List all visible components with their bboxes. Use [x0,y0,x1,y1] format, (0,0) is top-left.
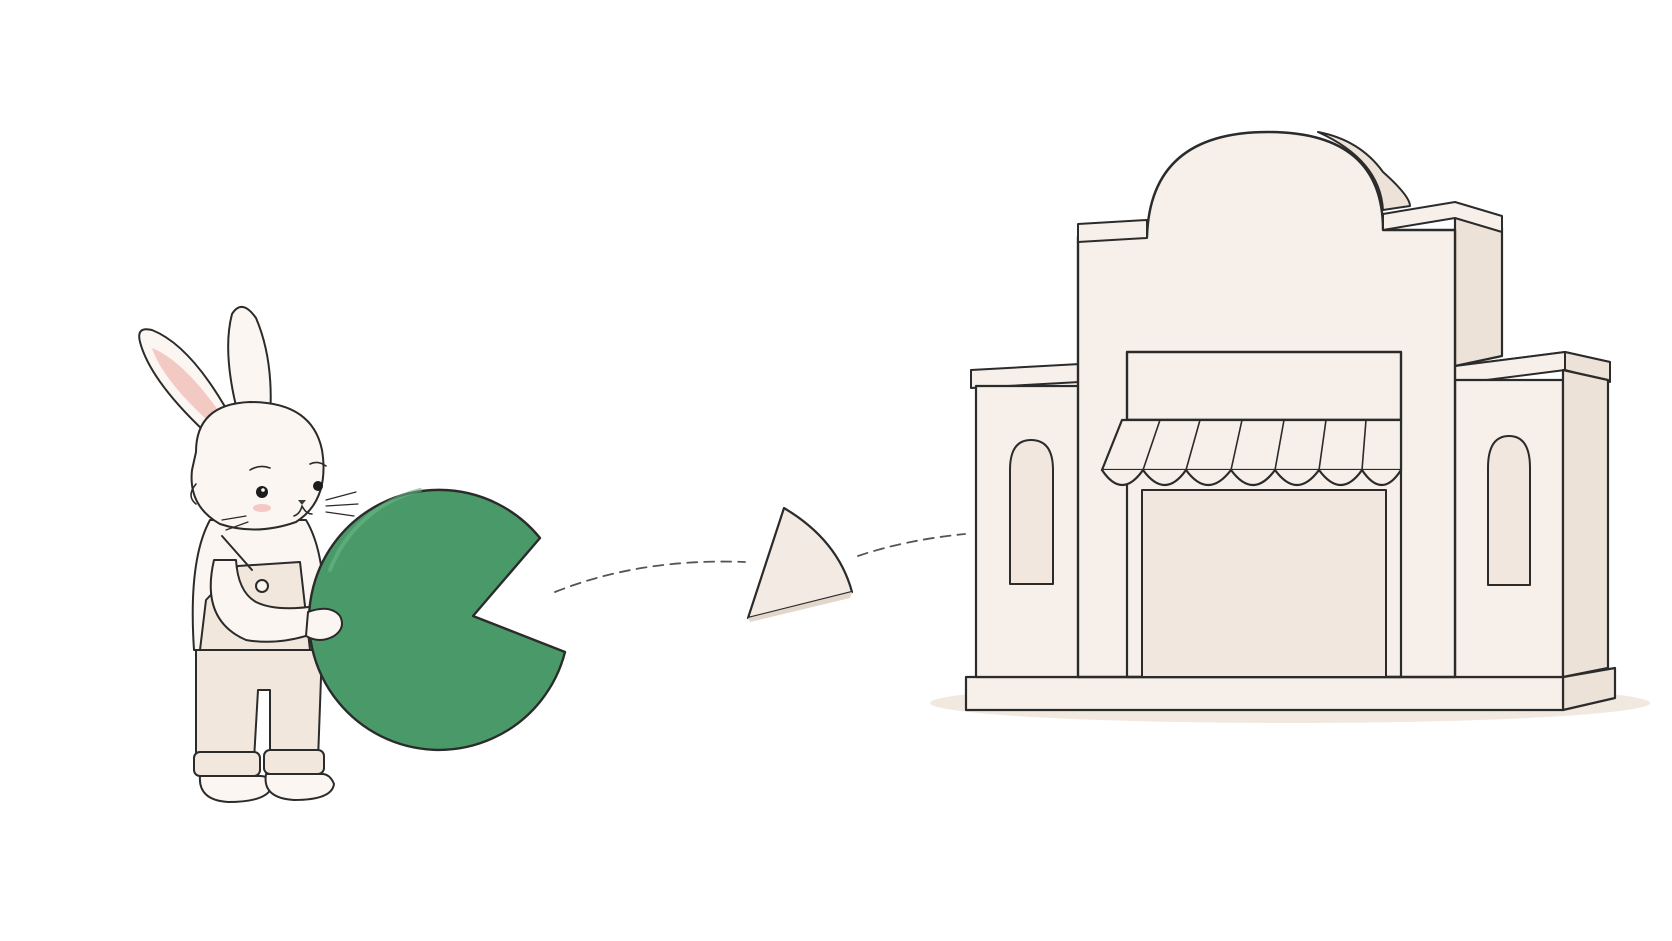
slice-trajectory-right [857,533,966,557]
store-tower-side [1453,211,1504,368]
rabbit-strap [221,535,253,571]
pie-slice-icon [746,506,854,622]
rabbit-right-foot [264,773,335,801]
store-right-wing-cornice-side [1564,351,1611,383]
rabbit-right-cuff [263,749,325,775]
rabbit-left-ear-inner [152,348,218,418]
rabbit-paw [305,607,343,641]
rabbit-nose [298,500,306,505]
rabbit-right-eye [313,481,323,491]
store-awning [1100,418,1403,487]
rabbit-left-eye [256,486,268,498]
store-sign-board [1125,350,1403,422]
store-right-window [1487,435,1531,586]
store-tower-left-cornice [1077,219,1148,243]
store-tower-right-cornice [1382,201,1503,233]
pie-chart-body [307,488,567,752]
rabbit-overalls-button [255,579,269,593]
rabbit-blush [253,504,271,512]
rabbit-left-foot [198,775,273,803]
rabbit-legs [195,639,323,761]
slice-trajectory-left [554,560,746,593]
store-left-window [1009,439,1054,585]
store-left-wing-cornice [970,363,1081,389]
rabbit-left-cuff [193,751,261,777]
store-right-wing-side [1561,368,1610,679]
store-base [964,675,1565,712]
rabbit-icon [138,306,359,803]
store-dome-side [1317,131,1411,211]
rabbit-right-ear [227,306,272,419]
storefront-icon [930,130,1650,723]
pie-chart-icon [307,488,567,752]
store-window-inner [1141,489,1387,678]
